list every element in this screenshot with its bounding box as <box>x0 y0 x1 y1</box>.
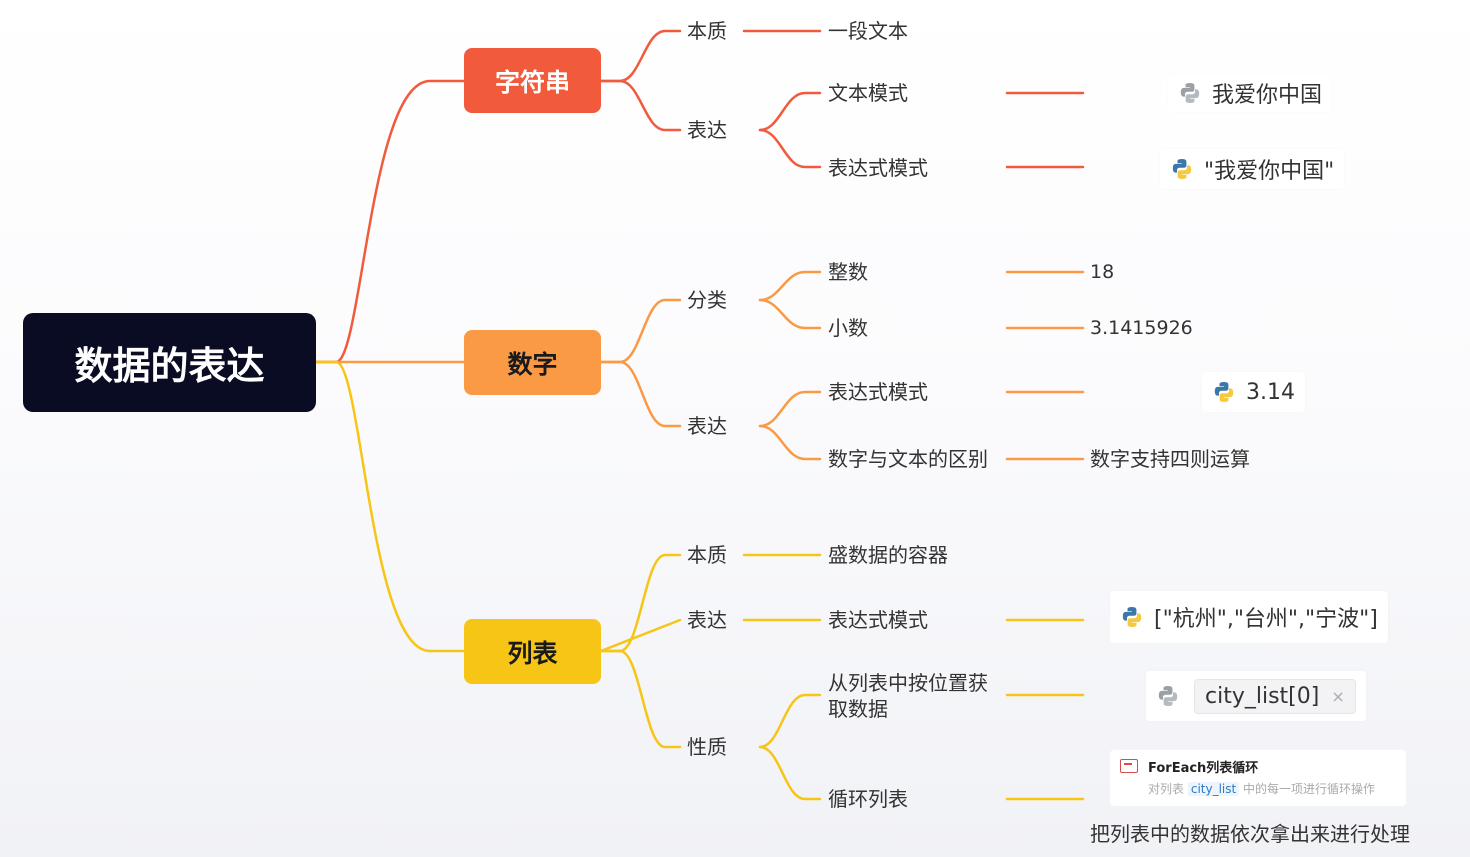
close-icon[interactable]: × <box>1331 686 1345 706</box>
string-expr-mode-label[interactable]: 表达式模式 <box>828 156 928 180</box>
list-express-label[interactable]: 表达 <box>687 608 727 632</box>
number-expr-mode-label[interactable]: 表达式模式 <box>828 380 928 404</box>
list-loop-label[interactable]: 循环列表 <box>828 787 908 811</box>
python-icon <box>1172 159 1192 179</box>
python-icon <box>1214 382 1234 402</box>
python-icon <box>1122 607 1142 627</box>
foreach-desc-post: 中的每一项进行循环操作 <box>1243 782 1376 796</box>
string-text-mode-value: 我爱你中国 <box>1212 83 1323 108</box>
list-node[interactable]: 列表 <box>464 619 601 684</box>
foreach-card[interactable]: ForEach列表循环 对列表 city_list 中的每一项进行循环操作 <box>1110 750 1406 806</box>
foreach-desc-pre: 对列表 <box>1148 782 1185 796</box>
number-expr-mode-value: 3.14 <box>1246 379 1295 405</box>
list-by-position-card[interactable]: city_list[0] × <box>1146 671 1366 721</box>
foreach-code: city_list <box>1187 782 1240 796</box>
number-decimal-label[interactable]: 小数 <box>828 316 868 340</box>
list-essence-value[interactable]: 盛数据的容器 <box>828 543 948 567</box>
list-expr-mode-label[interactable]: 表达式模式 <box>828 608 928 632</box>
foreach-desc: 对列表 city_list 中的每一项进行循环操作 <box>1148 780 1375 797</box>
number-expr-mode-card[interactable]: 3.14 <box>1202 372 1305 412</box>
string-expr-mode-card[interactable]: "我爱你中国" <box>1160 149 1345 189</box>
number-node[interactable]: 数字 <box>464 330 601 395</box>
list-loop-value[interactable]: 把列表中的数据依次拿出来进行处理 <box>1090 822 1410 846</box>
string-essence-value[interactable]: 一段文本 <box>828 19 908 43</box>
string-express-label[interactable]: 表达 <box>687 118 727 142</box>
list-expr-mode-value: ["杭州","台州","宁波"] <box>1154 607 1378 632</box>
string-text-mode-label[interactable]: 文本模式 <box>828 81 908 105</box>
number-diff-label[interactable]: 数字与文本的区别 <box>828 447 988 471</box>
python-gray-icon <box>1180 83 1200 103</box>
string-text-mode-card[interactable]: 我爱你中国 <box>1168 74 1333 112</box>
python-gray-icon <box>1158 686 1178 706</box>
number-express-label[interactable]: 表达 <box>687 414 727 438</box>
foreach-title: ForEach列表循环 <box>1148 761 1259 776</box>
list-by-position-label[interactable]: 从列表中按位置获取数据 <box>828 671 988 721</box>
number-decimal-value[interactable]: 3.1415926 <box>1090 317 1193 339</box>
string-essence-label[interactable]: 本质 <box>687 19 727 43</box>
list-expr-mode-card[interactable]: ["杭州","台州","宁波"] <box>1110 591 1388 643</box>
number-diff-value[interactable]: 数字支持四则运算 <box>1090 447 1250 471</box>
list-by-position-value: city_list[0] <box>1205 683 1320 709</box>
list-property-label[interactable]: 性质 <box>687 735 727 759</box>
city-list-chip[interactable]: city_list[0] × <box>1194 678 1356 714</box>
block-icon <box>1120 759 1138 773</box>
string-node[interactable]: 字符串 <box>464 48 601 113</box>
list-essence-label[interactable]: 本质 <box>687 543 727 567</box>
root-node[interactable]: 数据的表达 <box>23 313 316 412</box>
number-integer-value[interactable]: 18 <box>1090 261 1115 283</box>
string-expr-mode-value: "我爱你中国" <box>1204 159 1335 184</box>
number-category-label[interactable]: 分类 <box>687 288 727 312</box>
number-integer-label[interactable]: 整数 <box>828 260 868 284</box>
